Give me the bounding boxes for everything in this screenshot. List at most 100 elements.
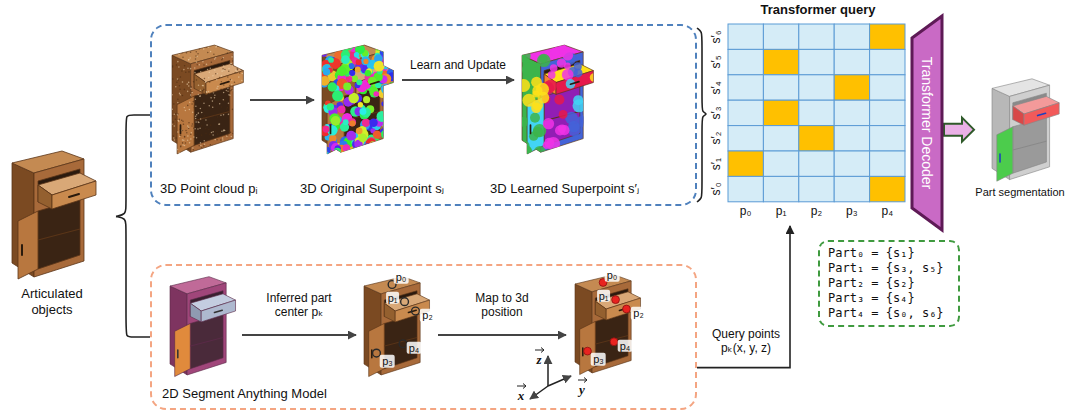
figure-part — [197, 154, 199, 156]
figure-part — [193, 127, 195, 129]
figure-part — [386, 90, 392, 96]
figure-part — [241, 116, 243, 118]
figure-part — [356, 128, 363, 135]
figure-part — [178, 152, 180, 154]
figure-part — [174, 139, 176, 141]
figure-part — [181, 119, 183, 121]
point-label: p₀ — [605, 269, 620, 282]
figure-part — [214, 114, 216, 116]
query-point — [401, 298, 409, 306]
figure-part — [200, 95, 202, 97]
figure-part — [216, 139, 218, 141]
figure-part — [216, 45, 218, 47]
figure-part — [175, 113, 177, 115]
figure-part — [537, 54, 550, 67]
figure-part — [211, 132, 213, 134]
figure-part — [381, 130, 390, 139]
figure-caption: 3D Learned Superpoint s′ⱼ — [490, 181, 639, 197]
figure-part — [204, 140, 206, 142]
handle — [69, 194, 79, 197]
cabinet-face — [544, 86, 580, 146]
figure-part — [352, 149, 361, 158]
figure-part — [172, 65, 174, 67]
figure-part — [231, 63, 233, 65]
figure-part — [190, 94, 192, 96]
figure-part — [517, 79, 530, 92]
figure-part — [194, 45, 196, 47]
figure-part — [171, 48, 173, 50]
figure-part — [179, 89, 181, 91]
query-matrix: Transformer query — [708, 2, 908, 226]
figure-part — [587, 91, 594, 98]
figure-part — [188, 48, 190, 50]
figure-part — [212, 100, 214, 102]
figure-part — [214, 152, 216, 154]
figure-part — [172, 78, 174, 80]
branch-panel: 3D Point cloud pᵢ3D Original Superpoint … — [150, 24, 697, 206]
figure-part — [367, 144, 377, 154]
figure-part — [343, 83, 351, 91]
matrix-cell — [834, 176, 869, 201]
shelf-line — [190, 338, 223, 347]
query-point — [623, 305, 631, 313]
figure-part — [240, 62, 242, 64]
figure-part — [237, 151, 239, 153]
figure-part — [200, 118, 202, 120]
figure-part — [212, 107, 214, 109]
cabinet-face — [201, 300, 235, 322]
figure-part — [584, 54, 597, 67]
figure-part — [241, 69, 243, 71]
figure-part — [361, 56, 370, 65]
cabinet-figure — [170, 277, 236, 377]
figure-part — [174, 125, 176, 127]
figure-part — [218, 146, 220, 148]
figure-part — [180, 134, 182, 136]
figure-part — [178, 121, 180, 123]
figure-part — [569, 149, 581, 161]
figure-part — [189, 50, 191, 52]
matrix-cell — [834, 49, 869, 74]
matrix-cell — [870, 100, 905, 125]
figure-part — [206, 91, 208, 93]
figure-part — [370, 41, 376, 47]
figure-part — [220, 153, 222, 155]
figure-part — [237, 43, 239, 45]
figure-part — [232, 109, 234, 111]
figure-part — [346, 131, 356, 141]
figure-part — [199, 120, 201, 122]
figure-part — [225, 144, 227, 146]
figure-part — [228, 104, 230, 106]
figure-part — [196, 132, 198, 134]
figure-part — [221, 153, 223, 155]
figure-part — [207, 148, 209, 150]
figure-part — [369, 119, 377, 127]
figure-part — [214, 95, 216, 97]
figure-part — [228, 153, 230, 155]
figure-part — [359, 146, 369, 156]
figure-part — [172, 135, 174, 137]
figure-part — [196, 79, 198, 81]
figure-part — [189, 101, 191, 103]
figure-part — [581, 112, 594, 125]
figure-part — [204, 78, 206, 80]
matrix-cell — [728, 49, 763, 74]
figure-part — [175, 86, 177, 88]
figure-part — [384, 119, 394, 129]
figure-part — [199, 128, 201, 130]
figure-part — [237, 148, 239, 150]
figure-part — [349, 70, 355, 76]
figure-part — [241, 143, 243, 145]
query-point — [412, 307, 420, 315]
figure-part — [238, 105, 240, 107]
figure-part — [197, 128, 199, 130]
figure-part — [208, 93, 210, 95]
figure-part — [390, 130, 396, 136]
matrix-cell — [799, 24, 834, 49]
figure-part — [195, 55, 197, 57]
figure-part — [223, 129, 225, 131]
cabinet-face — [206, 71, 243, 95]
figure-part — [178, 66, 180, 68]
figure-part — [204, 143, 206, 145]
figure-part — [208, 77, 210, 79]
figure-part — [233, 131, 235, 133]
